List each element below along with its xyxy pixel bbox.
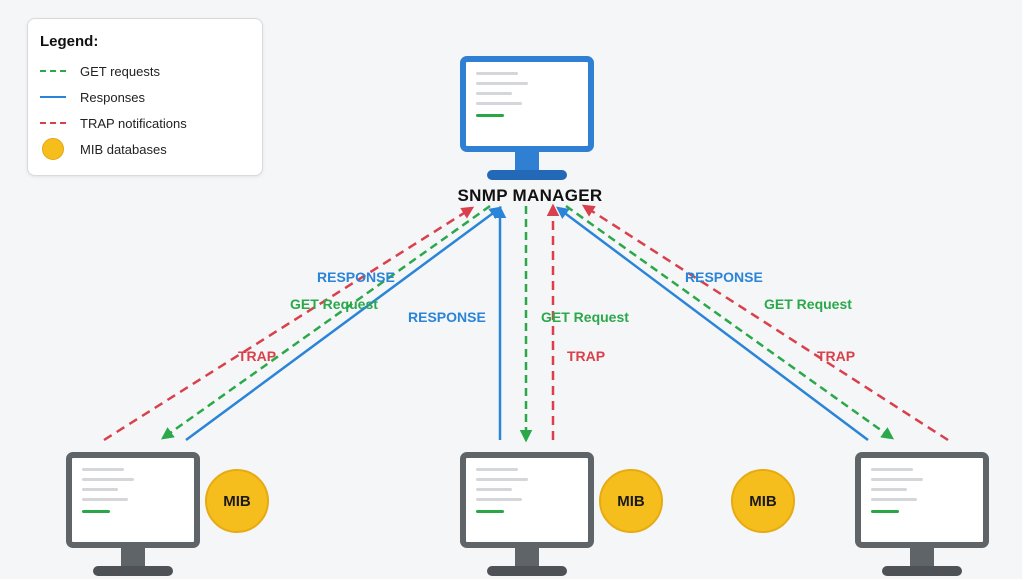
legend-item-mib: MIB databases: [40, 136, 250, 162]
agent-screen: [66, 452, 200, 548]
label-response-left: RESPONSE: [317, 269, 395, 285]
legend-title: Legend:: [40, 33, 99, 50]
legend-item-responses: Responses: [40, 84, 250, 110]
agent-computer-center-icon: [460, 452, 594, 578]
manager-label: SNMP MANAGER: [457, 186, 603, 205]
get-line-left: [160, 204, 491, 440]
legend-item-get: GET requests: [40, 58, 250, 84]
legend-label: Responses: [80, 89, 146, 105]
label-response-right: RESPONSE: [685, 269, 763, 285]
legend-label: TRAP notifications: [80, 115, 187, 131]
mib-database-center: MIB: [599, 469, 663, 533]
legend-item-trap: TRAP notifications: [40, 110, 250, 136]
response-line-right: [555, 206, 869, 442]
agent-computer-right-icon: [855, 452, 989, 578]
solid-blue-line-icon: [40, 90, 70, 104]
response-line-left: [185, 206, 503, 442]
manager-screen: [460, 56, 594, 152]
trap-line-right: [581, 204, 949, 442]
mib-database-right: MIB: [731, 469, 795, 533]
legend: Legend: GET requests Responses TRAP noti…: [27, 18, 263, 176]
dashed-green-line-icon: [40, 64, 70, 78]
legend-label: MIB databases: [80, 141, 167, 157]
label-trap-right: TRAP: [817, 348, 855, 364]
mib-circle-icon: [40, 138, 70, 160]
label-get-left: GET Request: [290, 296, 378, 312]
dashed-red-line-icon: [40, 116, 70, 130]
get-line-right: [565, 204, 895, 440]
label-get-right: GET Request: [764, 296, 852, 312]
trap-line-left: [103, 206, 475, 442]
label-trap-center: TRAP: [567, 348, 605, 364]
agent-screen: [460, 452, 594, 548]
label-response-center: RESPONSE: [408, 309, 486, 325]
agent-screen: [855, 452, 989, 548]
manager-computer-icon: [460, 56, 594, 182]
legend-label: GET requests: [80, 63, 160, 79]
mib-database-left: MIB: [205, 469, 269, 533]
label-trap-left: TRAP: [238, 348, 276, 364]
label-get-center: GET Request: [541, 309, 629, 325]
agent-computer-left-icon: [66, 452, 200, 578]
